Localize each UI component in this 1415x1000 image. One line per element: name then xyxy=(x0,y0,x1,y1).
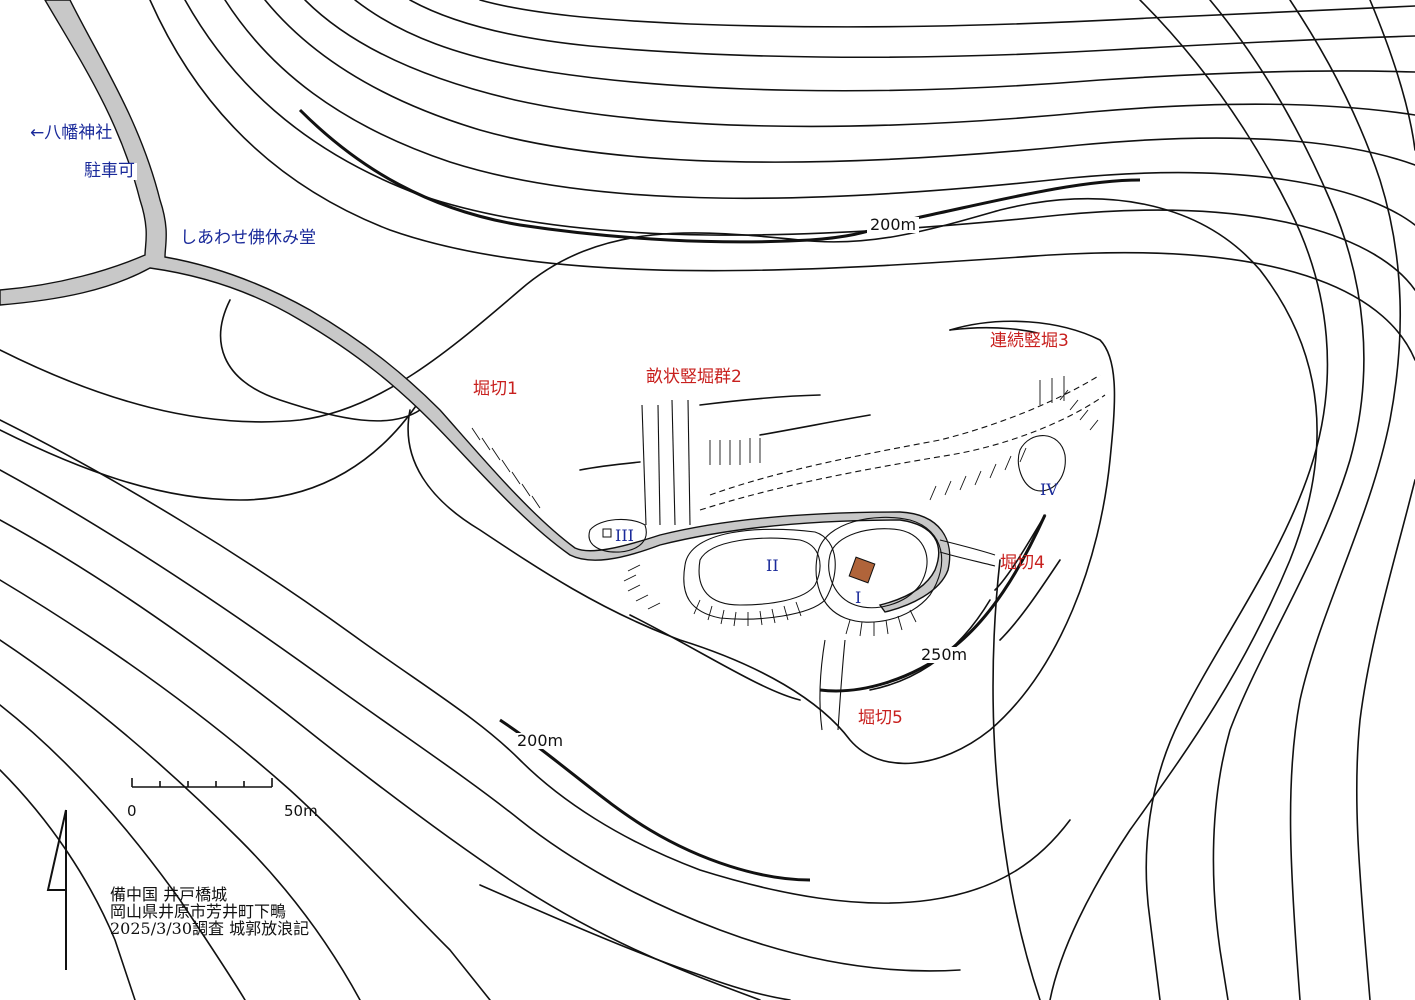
scale-bar xyxy=(131,778,273,788)
castle-earthworks xyxy=(588,374,1106,731)
info-survey: 2025/3/30調査 城郭放浪記 xyxy=(110,919,310,938)
shrine-building-icon xyxy=(848,556,876,584)
index-contour-200m xyxy=(298,108,1141,244)
label-horikiri-4: 堀切4 xyxy=(1000,553,1045,573)
label-horikiri-5: 堀切5 xyxy=(858,708,903,728)
index-contour-200m-south xyxy=(499,718,811,882)
elevation-200m-north: 200m xyxy=(867,217,920,233)
road[interactable] xyxy=(0,0,951,613)
label-to-hachiman-shrine: ←八幡神社 xyxy=(30,123,113,143)
enclosure-III-label: III xyxy=(615,526,634,545)
label-uneji-tatebori: 畝状竪堀群2 xyxy=(646,367,742,387)
label-horikiri-1: 堀切1 xyxy=(473,379,518,399)
map-info-block: 備中国 井戸橋城 岡山県井原市芳井町下鴫 2025/3/30調査 城郭放浪記 xyxy=(110,886,309,937)
info-location: 岡山県井原市芳井町下鴫 xyxy=(110,902,287,921)
info-castle-name: 備中国 井戸橋城 xyxy=(110,885,228,904)
marker-icon xyxy=(602,528,612,538)
enclosure-IV-label: IV xyxy=(1040,480,1058,499)
enclosure-II-label: II xyxy=(766,556,779,575)
slope-hachures xyxy=(471,376,1099,637)
elevation-250m: 250m xyxy=(918,647,971,663)
label-renzoku-tatebori: 連続竪堀3 xyxy=(988,331,1071,351)
elevation-200m-south: 200m xyxy=(514,733,567,749)
scale-zero: 0 xyxy=(127,802,137,820)
enclosure-I-label: I xyxy=(855,588,862,607)
label-parking: 駐車可 xyxy=(82,161,137,181)
label-shiawase-hall: しあわせ佛休み堂 xyxy=(178,228,318,248)
scale-max: 50m xyxy=(284,802,318,820)
north-arrow-icon xyxy=(46,809,67,970)
